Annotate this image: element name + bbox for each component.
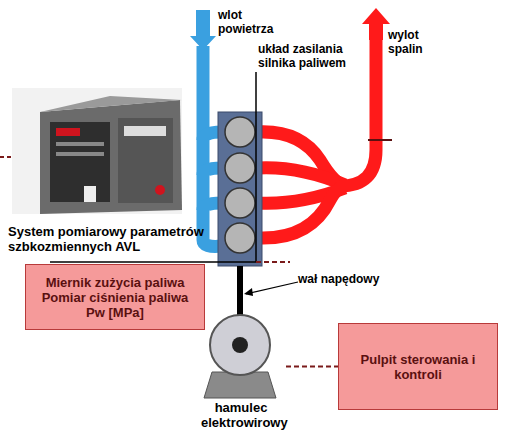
node-heading: System pomiarowy parametrów szbkozmienny… (8, 224, 218, 254)
exhaust-manifold (258, 38, 376, 238)
cylinders (225, 117, 255, 253)
node-heading: hamulec elektrowirowy (201, 400, 281, 430)
part-label: układ zasilania silnika paliwem (258, 42, 363, 70)
leader-line (255, 72, 257, 262)
exhaust-label: wylot spalin (388, 28, 438, 56)
airflow-label: wlot powietrza (218, 8, 288, 36)
brake-unit: hamulec elektrowirowy (196, 312, 286, 430)
intake-arrow (190, 10, 216, 50)
node-heading: Pulpit sterowania i kontroli (353, 352, 483, 382)
control-panel-box: Pulpit sterowania i kontroli (338, 323, 498, 410)
signal-line (256, 261, 290, 263)
signal-line (0, 156, 14, 158)
exhaust-arrow (362, 8, 390, 40)
measurement-system: System pomiarowy parametrów szbkozmienny… (8, 86, 220, 254)
eddy-current-brake (204, 315, 276, 398)
leader-line (246, 282, 298, 294)
drive-shaft (237, 266, 243, 318)
node-body: Pomiar ciśnienia paliwa Pw [MPa] (33, 290, 198, 320)
leader-arrow (244, 288, 253, 296)
signal-line (368, 139, 392, 141)
node-heading: Miernik zużycia paliwa (46, 275, 185, 290)
signal-connector (286, 366, 338, 367)
fuel-meter-box: Miernik zużycia paliwaPomiar ciśnienia p… (25, 264, 205, 330)
fuel-line (50, 261, 256, 263)
part-label: wał napędowy (298, 272, 398, 286)
avl-device (12, 88, 182, 214)
